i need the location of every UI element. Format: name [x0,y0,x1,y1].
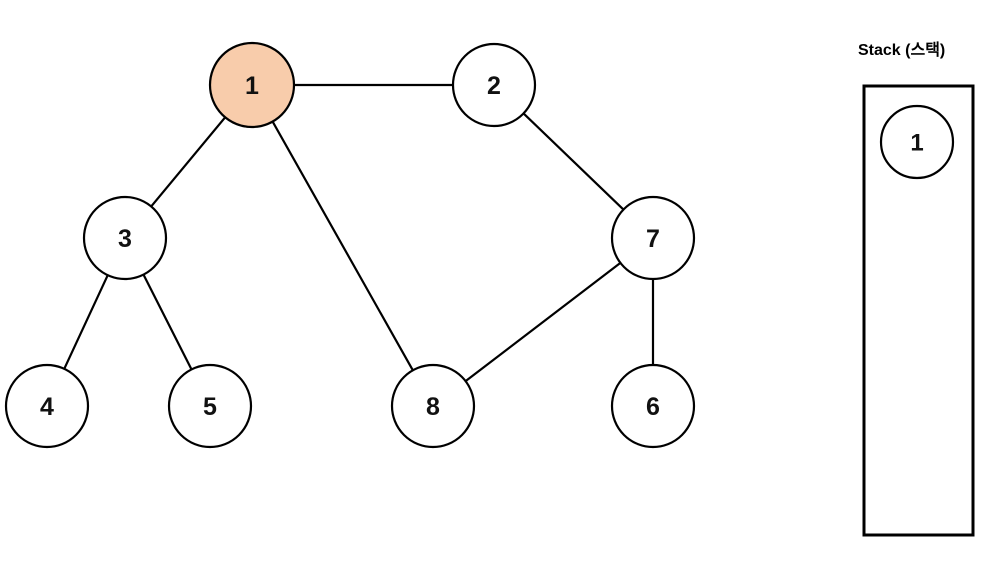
graph-node-4[interactable]: 4 [4,363,90,449]
stack-panel-layer: 1 [862,84,975,537]
graph-node-2[interactable]: 2 [451,42,537,128]
graph-node-circle-5 [167,363,253,449]
graph-node-label-5: 5 [203,393,217,421]
graph-edge-3-5 [142,273,193,371]
graph-node-3[interactable]: 3 [82,195,168,281]
graph-node-circle-3 [82,195,168,281]
graph-node-label-8: 8 [426,393,440,421]
graph-node-circle-1 [208,41,296,129]
graph-node-circle-6 [610,363,696,449]
graph-node-circle-2 [451,42,537,128]
graph-node-label-2: 2 [487,72,501,100]
graph-edge-7-8 [464,261,622,383]
nodes-layer: 1 2 3 7 4 5 8 6 [4,41,696,449]
graph-node-5[interactable]: 5 [167,363,253,449]
graph-node-circle-8 [390,363,476,449]
graph-node-label-7: 7 [646,225,660,253]
graph-edge-1-8 [271,120,414,372]
graph-node-circle-7 [610,195,696,281]
stack-panel-title: Stack (스택) [858,42,946,59]
graph-node-label-3: 3 [118,225,132,253]
edges-layer [63,83,655,383]
graph-edge-2-7 [522,112,625,211]
graph-node-6[interactable]: 6 [610,363,696,449]
graph-node-label-1: 1 [245,72,259,100]
stack-item-circle-1 [879,104,955,180]
graph-node-7[interactable]: 7 [610,195,696,281]
graph-node-8[interactable]: 8 [390,363,476,449]
graph-node-label-4: 4 [40,393,54,421]
stack-item-label-1: 1 [910,130,923,157]
stack-container [862,84,975,537]
graph-node-label-6: 6 [646,393,660,421]
graph-node-circle-4 [4,363,90,449]
graph-edge-1-3 [150,116,227,208]
stack-item-1[interactable]: 1 [879,104,955,180]
graph-node-1[interactable]: 1 [208,41,296,129]
graph-edge-3-4 [63,274,109,370]
